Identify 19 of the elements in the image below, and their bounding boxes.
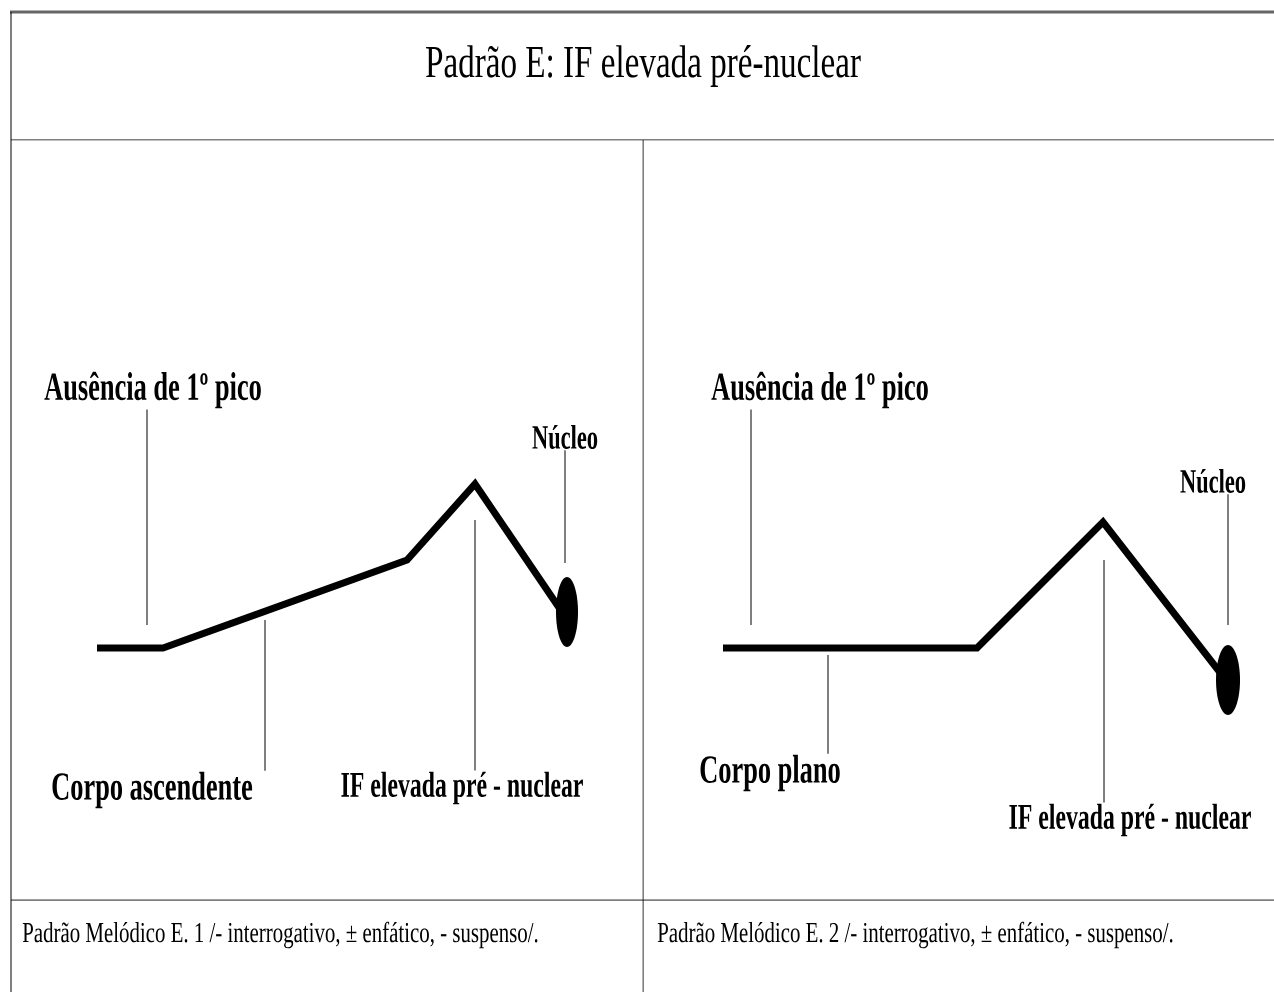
leader-line [1227,493,1229,626]
annotation-label: Corpo plano [700,754,840,792]
annotation-label: IF elevada pré - nuclear [341,771,583,805]
annotation-label: Núcleo [532,425,598,449]
panel-caption: Padrão Melódico E. 1 /- interrogativo, ± enfático, - suspenso/. [22,921,538,949]
panel-caption: Padrão Melódico E. 2 /- interrogativo, ± enfático, - suspenso/. [657,921,1173,949]
leader-line [827,654,829,755]
leader-line [264,619,266,772]
leader-line [146,409,148,626]
leader-line [1103,559,1105,803]
table-title: Padrão E: IF elevada pré-nuclear [426,45,861,87]
annotation-label: Ausência de 1º pico [711,371,928,409]
annotation-label: Corpo ascendente [52,771,253,809]
annotation-label: Núcleo [1180,469,1246,493]
annotation-label: Ausência de 1º pico [44,371,261,409]
leader-line [474,519,476,771]
leader-line [564,449,566,564]
leader-line [750,409,752,626]
annotation-label: IF elevada pré - nuclear [1009,803,1251,837]
